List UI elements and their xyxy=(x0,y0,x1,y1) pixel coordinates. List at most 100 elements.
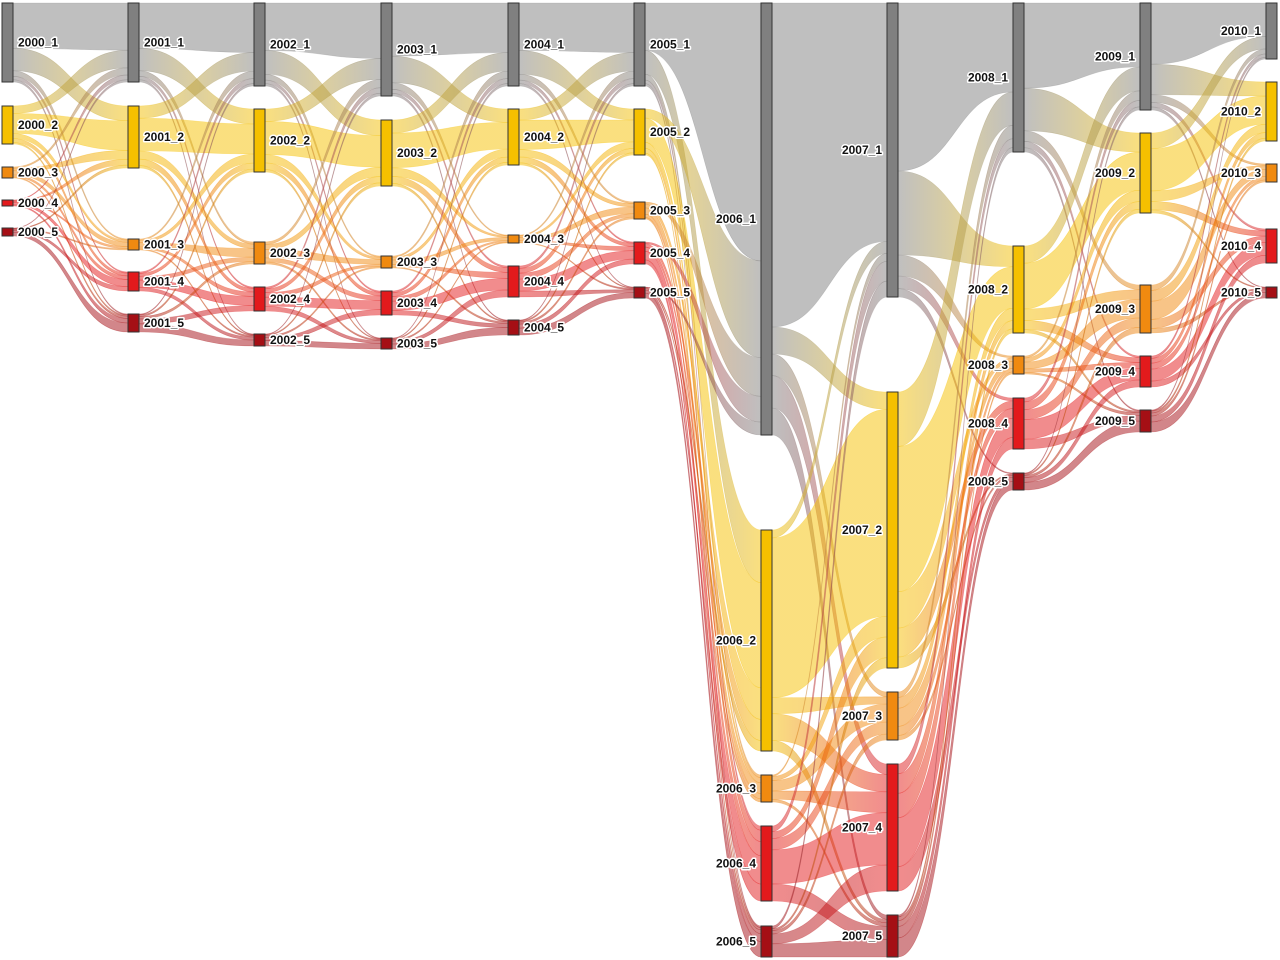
node-2009_4[interactable] xyxy=(1139,355,1152,388)
node-label-halo-2008_4: 2008_4 xyxy=(968,417,1008,431)
node-2007_4[interactable] xyxy=(886,763,899,892)
node-2000_2[interactable] xyxy=(1,105,14,145)
node-label-halo-2000_1: 2000_1 xyxy=(18,36,58,50)
node-label-halo-2004_2: 2004_2 xyxy=(524,130,564,144)
node-label-2006_4: 2006_4 xyxy=(716,857,756,871)
node-2007_1[interactable] xyxy=(886,2,899,298)
node-2008_1[interactable] xyxy=(1012,2,1025,153)
node-2003_4[interactable] xyxy=(380,290,393,316)
node-2003_2[interactable] xyxy=(380,119,393,187)
node-2002_2[interactable] xyxy=(253,108,266,173)
node-2005_3[interactable] xyxy=(633,201,646,220)
node-2000_4[interactable] xyxy=(1,199,14,207)
node-2003_3[interactable] xyxy=(380,255,393,269)
node-2007_2[interactable] xyxy=(886,391,899,669)
node-2008_2[interactable] xyxy=(1012,245,1025,334)
node-2001_4[interactable] xyxy=(127,271,140,292)
node-label-halo-2008_3: 2008_3 xyxy=(968,358,1008,372)
node-label-2003_3: 2003_3 xyxy=(397,255,437,269)
node-2001_5[interactable] xyxy=(127,313,140,333)
node-label-2010_3: 2010_3 xyxy=(1221,166,1261,180)
node-label-2004_3: 2004_3 xyxy=(524,232,564,246)
node-2001_1[interactable] xyxy=(127,2,140,83)
node-label-2003_5: 2003_5 xyxy=(397,337,437,351)
node-2001_2[interactable] xyxy=(127,105,140,169)
node-2006_4[interactable] xyxy=(760,825,773,902)
node-label-2009_4: 2009_4 xyxy=(1095,365,1135,379)
node-label-2004_1: 2004_1 xyxy=(524,38,564,52)
node-label-halo-2010_4: 2010_4 xyxy=(1221,239,1261,253)
node-2008_4[interactable] xyxy=(1012,397,1025,450)
node-2009_1[interactable] xyxy=(1139,2,1152,111)
node-2002_3[interactable] xyxy=(253,241,266,265)
node-2001_3[interactable] xyxy=(127,238,140,251)
node-2005_2[interactable] xyxy=(633,108,646,156)
node-2009_2[interactable] xyxy=(1139,132,1152,214)
node-2010_2[interactable] xyxy=(1265,81,1278,142)
node-label-2010_2: 2010_2 xyxy=(1221,105,1261,119)
node-2005_5[interactable] xyxy=(633,286,646,299)
node-2002_4[interactable] xyxy=(253,286,266,312)
node-label-halo-2001_1: 2001_1 xyxy=(144,36,184,50)
node-2006_3[interactable] xyxy=(760,774,773,803)
node-label-2009_1: 2009_1 xyxy=(1095,50,1135,64)
node-label-2008_4: 2008_4 xyxy=(968,417,1008,431)
node-label-2004_2: 2004_2 xyxy=(524,130,564,144)
node-2005_1[interactable] xyxy=(633,2,646,87)
node-2000_3[interactable] xyxy=(1,166,14,179)
node-label-halo-2004_1: 2004_1 xyxy=(524,38,564,52)
node-2003_5[interactable] xyxy=(380,337,393,350)
node-label-halo-2001_2: 2001_2 xyxy=(144,130,184,144)
node-label-2002_4: 2002_4 xyxy=(270,292,310,306)
node-label-2010_1: 2010_1 xyxy=(1221,24,1261,38)
node-2010_5[interactable] xyxy=(1265,286,1278,299)
node-2006_5[interactable] xyxy=(760,925,773,958)
node-2009_3[interactable] xyxy=(1139,284,1152,334)
node-label-2007_5: 2007_5 xyxy=(842,929,882,943)
node-label-halo-2008_1: 2008_1 xyxy=(968,71,1008,85)
node-label-halo-2003_1: 2003_1 xyxy=(397,43,437,57)
node-label-halo-2005_5: 2005_5 xyxy=(650,286,690,300)
node-2003_1[interactable] xyxy=(380,2,393,97)
node-2007_3[interactable] xyxy=(886,691,899,741)
node-2005_4[interactable] xyxy=(633,241,646,265)
node-2006_2[interactable] xyxy=(760,529,773,752)
node-label-halo-2004_5: 2004_5 xyxy=(524,321,564,335)
node-2006_1[interactable] xyxy=(760,2,773,436)
node-label-2010_4: 2010_4 xyxy=(1221,239,1261,253)
node-2000_1[interactable] xyxy=(1,2,14,83)
node-2004_4[interactable] xyxy=(507,265,520,298)
node-label-2005_4: 2005_4 xyxy=(650,246,690,260)
node-2002_1[interactable] xyxy=(253,2,266,87)
node-labels: 2000_12000_12000_22000_22000_32000_32000… xyxy=(17,23,1263,951)
node-2004_3[interactable] xyxy=(507,234,520,244)
node-label-2002_1: 2002_1 xyxy=(270,38,310,52)
node-label-halo-2008_2: 2008_2 xyxy=(968,283,1008,297)
node-2010_4[interactable] xyxy=(1265,228,1278,264)
node-label-2001_1: 2001_1 xyxy=(144,36,184,50)
flow-links xyxy=(12,2,1267,958)
node-label-halo-2006_1: 2006_1 xyxy=(716,212,756,226)
node-2004_1[interactable] xyxy=(507,2,520,87)
node-label-2001_4: 2001_4 xyxy=(144,275,184,289)
node-2008_3[interactable] xyxy=(1012,355,1025,375)
node-2002_5[interactable] xyxy=(253,333,266,347)
node-label-halo-2000_2: 2000_2 xyxy=(18,118,58,132)
node-2004_2[interactable] xyxy=(507,108,520,166)
node-2009_5[interactable] xyxy=(1139,409,1152,433)
node-2000_5[interactable] xyxy=(1,227,14,237)
node-label-halo-2007_5: 2007_5 xyxy=(842,929,882,943)
node-label-halo-2005_1: 2005_1 xyxy=(650,38,690,52)
node-2010_1[interactable] xyxy=(1265,2,1278,60)
node-label-halo-2004_3: 2004_3 xyxy=(524,232,564,246)
node-label-halo-2000_5: 2000_5 xyxy=(18,225,58,239)
node-2004_5[interactable] xyxy=(507,319,520,336)
node-2007_5[interactable] xyxy=(886,914,899,958)
node-2010_3[interactable] xyxy=(1265,163,1278,183)
node-label-halo-2004_4: 2004_4 xyxy=(524,275,564,289)
node-label-2000_3: 2000_3 xyxy=(18,166,58,180)
node-label-halo-2003_3: 2003_3 xyxy=(397,255,437,269)
node-2008_5[interactable] xyxy=(1012,472,1025,491)
node-label-halo-2003_4: 2003_4 xyxy=(397,296,437,310)
